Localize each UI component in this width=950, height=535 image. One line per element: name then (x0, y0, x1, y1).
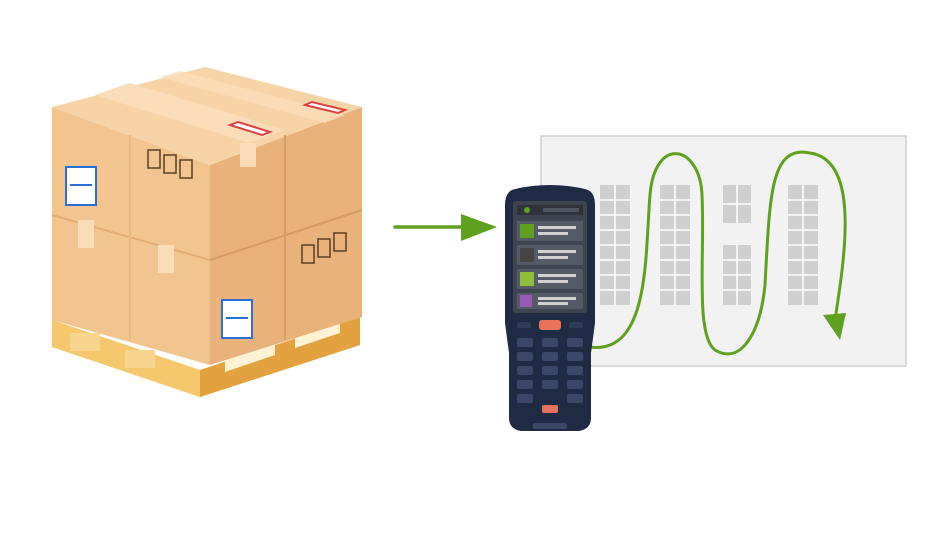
scan-button (539, 320, 561, 330)
handheld-scanner-icon (503, 183, 597, 435)
scanner-keypad (517, 338, 583, 403)
scanner-list (517, 221, 583, 309)
wooden-pallet-icon (52, 317, 360, 397)
arrow-right-icon (393, 210, 503, 246)
pallet-box-illustration (40, 55, 380, 405)
picking-route-icon (588, 150, 847, 356)
warehouse-map (540, 135, 908, 368)
handling-symbols-icon (147, 149, 347, 264)
cardboard-box-icon (51, 67, 363, 365)
